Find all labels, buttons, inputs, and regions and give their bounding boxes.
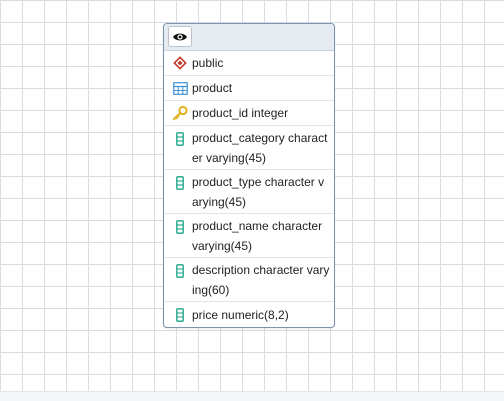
- table-icon: [172, 80, 188, 96]
- table-name: product: [192, 81, 233, 95]
- column-row: description character varying(60): [164, 258, 334, 302]
- column-label: product_category character varying(45): [192, 131, 328, 165]
- column-icon: [172, 263, 188, 279]
- column-row: product_category character varying(45): [164, 126, 334, 170]
- canvas-bottom-edge: [0, 391, 504, 401]
- toggle-details-button[interactable]: [168, 26, 192, 47]
- column-row: product_id integer: [164, 101, 334, 126]
- column-icon: [172, 219, 188, 235]
- column-label: product_type character varying(45): [192, 175, 325, 209]
- column-label: product_id integer: [192, 106, 289, 120]
- column-label: description character varying(60): [192, 263, 330, 297]
- schema-icon: [172, 55, 188, 71]
- column-row: product_type character varying(45): [164, 170, 334, 214]
- schema-name: public: [192, 56, 224, 70]
- schema-row: public: [164, 51, 334, 76]
- column-icon: [172, 131, 188, 147]
- table-row: product: [164, 76, 334, 101]
- column-label: product_name character varying(45): [192, 219, 323, 253]
- column-label: price numeric(8,2): [192, 307, 289, 322]
- node-header: [164, 24, 334, 51]
- key-icon: [172, 105, 188, 121]
- column-icon: [172, 175, 188, 191]
- column-icon: [172, 307, 188, 323]
- eye-icon: [173, 33, 187, 40]
- column-row: product_name character varying(45): [164, 214, 334, 258]
- erd-table-node[interactable]: public product product_id integer: [163, 23, 335, 328]
- column-row: price numeric(8,2): [164, 302, 334, 327]
